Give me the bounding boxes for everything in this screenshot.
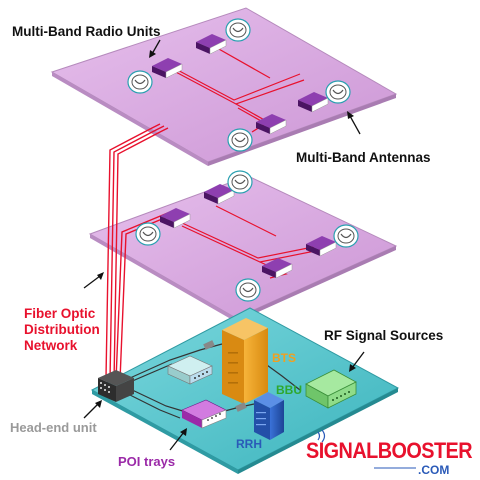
antenna-icon — [333, 224, 359, 248]
antenna-icon — [235, 278, 261, 302]
arrow-fiber — [83, 272, 104, 289]
bbu-label: BBU — [276, 383, 302, 397]
antenna-icon — [227, 170, 253, 194]
arrow-rf-sources — [349, 351, 365, 372]
antenna-icon — [127, 70, 153, 94]
radio-unit — [160, 208, 191, 229]
antenna-icon — [135, 222, 161, 246]
fiber-label-line3: Network — [24, 338, 78, 353]
rf-connector — [203, 340, 247, 412]
poi-label: POI trays — [118, 454, 175, 469]
headend-label: Head-end unit — [10, 420, 97, 435]
headend-unit — [98, 370, 134, 402]
bts-label: BTS — [272, 351, 296, 365]
radio-unit — [204, 184, 235, 205]
antennas-label: Multi-Band Antennas — [296, 150, 431, 165]
bbu-unit — [305, 369, 357, 409]
middle-floor-edge — [90, 234, 236, 322]
splitter-unit — [167, 355, 213, 385]
arrow-headend — [83, 400, 102, 419]
antenna-icon — [325, 80, 351, 104]
logo-signal-icon — [317, 429, 326, 443]
top-floor-edge — [52, 72, 208, 166]
antennas — [127, 18, 359, 302]
radio-unit — [196, 34, 227, 55]
rrh-label: RRH — [236, 437, 262, 451]
fiber-label-line2: Distribution — [24, 322, 100, 337]
radio-unit — [152, 58, 183, 79]
poi-tray — [181, 399, 227, 429]
antenna-icon — [225, 18, 251, 42]
radio-units — [152, 34, 337, 279]
arrow-radio-units — [149, 39, 161, 58]
rf-sources-label: RF Signal Sources — [324, 328, 443, 343]
radio-unit — [256, 114, 287, 135]
radio-unit — [298, 92, 329, 113]
callout-arrows — [83, 39, 365, 451]
logo-main-text: SIGNALBOOSTER — [306, 438, 473, 463]
basement-edge — [92, 390, 238, 474]
top-floor-edge-right — [208, 94, 396, 166]
arrow-poi — [169, 428, 187, 451]
arrow-antennas — [347, 111, 361, 135]
middle-floor — [88, 175, 398, 322]
fiber-label-line1: Fiber Optic — [24, 306, 96, 321]
radio-units-label: Multi-Band Radio Units — [12, 24, 161, 39]
signalbooster-logo: SIGNALBOOSTER .COM — [306, 429, 473, 477]
fiber-riser — [105, 123, 175, 383]
rrh-unit — [254, 392, 284, 440]
basement-edge-right — [238, 388, 398, 474]
antenna-icon — [227, 128, 253, 152]
bts-cabinet — [222, 318, 268, 404]
logo-sub-text: .COM — [418, 463, 449, 477]
top-floor — [50, 7, 398, 166]
radio-unit — [306, 236, 337, 257]
middle-floor-edge-right — [236, 246, 396, 322]
radio-unit — [262, 258, 293, 279]
top-floor-fiber — [169, 43, 305, 133]
